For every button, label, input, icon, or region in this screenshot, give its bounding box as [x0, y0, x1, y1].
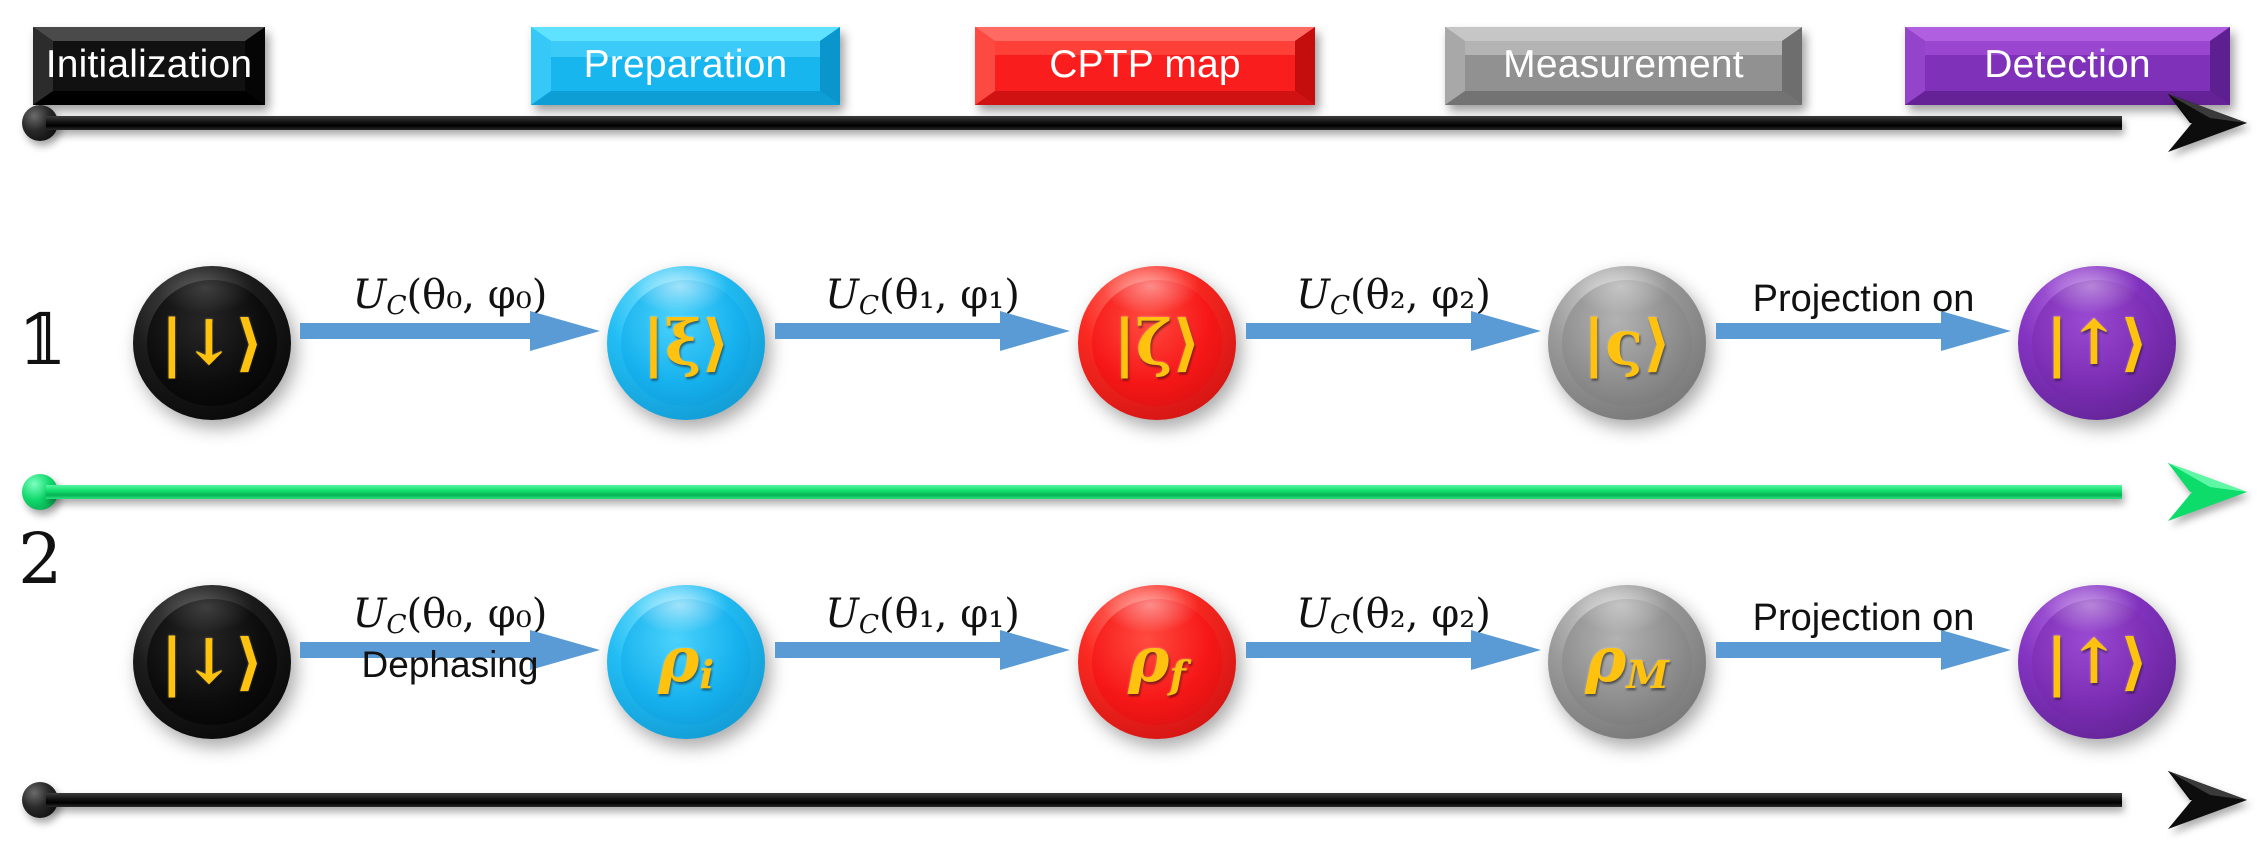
- bevel-shading: [975, 27, 1315, 105]
- state-symbol: |ς⟩: [1582, 306, 1672, 379]
- state-symbol: ρM: [1585, 628, 1669, 698]
- state-node-varsigma[interactable]: |ς⟩: [1548, 266, 1706, 420]
- step-arrow-icon: [775, 630, 1070, 670]
- stage-label-text: Preparation: [583, 43, 788, 86]
- state-node-up[interactable]: |↑⟩: [2018, 266, 2176, 420]
- rho-subscript: f: [1169, 652, 1186, 698]
- state-node-down[interactable]: |↓⟩: [133, 585, 291, 739]
- step-operator-args: (θ₀, φ₀): [406, 272, 548, 319]
- step-operator-args: (θ₂, φ₂): [1350, 591, 1491, 638]
- step-operator-label: UC(θ₂, φ₂): [1296, 591, 1491, 640]
- step-arrow-icon: [1716, 311, 2011, 351]
- state-symbol: |ξ⟩: [642, 306, 730, 379]
- row-index-2: 2: [18, 518, 63, 600]
- state-symbol: |↑⟩: [2045, 625, 2149, 698]
- transition-step-u2-row1: UC(θ₂, φ₂): [1246, 272, 1541, 351]
- state-symbol: ρi: [658, 628, 714, 698]
- stage-label-text: Initialization: [45, 43, 253, 86]
- step-noise-label: Dephasing: [361, 644, 539, 685]
- step-arrow-icon: [1246, 311, 1541, 351]
- step-operator-args: (θ₁, φ₁): [879, 591, 1020, 638]
- timeline-shaft: [46, 485, 2122, 499]
- stage-label-text: Detection: [1984, 43, 2151, 86]
- transition-step-u2-row2: UC(θ₂, φ₂): [1246, 591, 1541, 670]
- stage-label-preparation[interactable]: Preparation: [531, 27, 840, 105]
- state-symbol: |↑⟩: [2045, 306, 2149, 379]
- state-node-zeta[interactable]: |ζ⟩: [1078, 266, 1236, 420]
- middle-timeline: [22, 463, 2247, 521]
- rho-base: ρ: [1585, 622, 1627, 696]
- step-operator-args: (θ₀, φ₀): [406, 591, 548, 638]
- timeline-arrowhead: [2168, 463, 2247, 521]
- timeline-shaft: [46, 116, 2122, 130]
- state-node-rho-f[interactable]: ρf: [1078, 585, 1236, 739]
- step-projection-label: Projection on: [1752, 597, 1975, 639]
- rho-base: ρ: [1128, 622, 1170, 696]
- timeline-shaft: [46, 793, 2122, 807]
- stage-label-cptp-map[interactable]: CPTP map: [975, 27, 1315, 105]
- stage-label-initialization[interactable]: Initialization: [33, 27, 265, 105]
- bottom-timeline: [22, 771, 2247, 829]
- rho-subscript: i: [699, 652, 714, 698]
- step-operator-label: UC(θ₀, φ₀): [352, 591, 548, 640]
- rho-subscript: M: [1626, 652, 1669, 698]
- timeline-arrowhead: [2168, 94, 2247, 152]
- state-symbol: |↓⟩: [160, 625, 264, 698]
- stage-label-text: CPTP map: [1049, 43, 1241, 86]
- step-arrow-icon: [1246, 630, 1541, 670]
- rho-base: ρ: [658, 622, 700, 696]
- bevel-shading: [1905, 27, 2230, 105]
- stage-label-text: Measurement: [1503, 43, 1744, 86]
- state-node-rho-m[interactable]: ρM: [1548, 585, 1706, 739]
- state-symbol: |↓⟩: [160, 306, 264, 379]
- stage-label-detection[interactable]: Detection: [1905, 27, 2230, 105]
- step-projection-label: Projection on: [1752, 278, 1975, 320]
- state-node-rho-i[interactable]: ρi: [607, 585, 765, 739]
- step-operator-label: UC(θ₁, φ₁): [825, 591, 1020, 640]
- transition-step-projection-row2: Projection on: [1716, 597, 2011, 670]
- step-operator-label: UC(θ₁, φ₁): [825, 272, 1020, 321]
- stage-label-measurement[interactable]: Measurement: [1445, 27, 1802, 105]
- step-operator-args: (θ₂, φ₂): [1350, 272, 1491, 319]
- transition-step-u1-row1: UC(θ₁, φ₁): [775, 272, 1070, 351]
- step-arrow-icon: [300, 630, 600, 670]
- row-index-1: 𝟙: [18, 299, 67, 381]
- step-arrow-icon: [1716, 630, 2011, 670]
- top-timeline: [22, 94, 2247, 152]
- transition-step-u0-row1: UC(θ₀, φ₀): [300, 272, 600, 351]
- state-node-xi[interactable]: |ξ⟩: [607, 266, 765, 420]
- state-node-down[interactable]: |↓⟩: [133, 266, 291, 420]
- timeline-arrowhead: [2168, 771, 2247, 829]
- step-arrow-icon: [775, 311, 1070, 351]
- bevel-shading: [33, 27, 265, 105]
- state-symbol: ρf: [1128, 628, 1186, 698]
- step-arrow-icon: [300, 311, 600, 351]
- transition-step-projection-row1: Projection on: [1716, 278, 2011, 351]
- bevel-shading: [1445, 27, 1802, 105]
- transition-step-u0-row2: UC(θ₀, φ₀) Dephasing: [300, 591, 600, 685]
- step-operator-label: UC(θ₀, φ₀): [352, 272, 548, 321]
- state-node-up[interactable]: |↑⟩: [2018, 585, 2176, 739]
- state-symbol: |ζ⟩: [1113, 306, 1201, 379]
- transition-step-u1-row2: UC(θ₁, φ₁): [775, 591, 1070, 670]
- step-operator-args: (θ₁, φ₁): [879, 272, 1020, 319]
- step-operator-label: UC(θ₂, φ₂): [1296, 272, 1491, 321]
- bevel-shading: [531, 27, 840, 105]
